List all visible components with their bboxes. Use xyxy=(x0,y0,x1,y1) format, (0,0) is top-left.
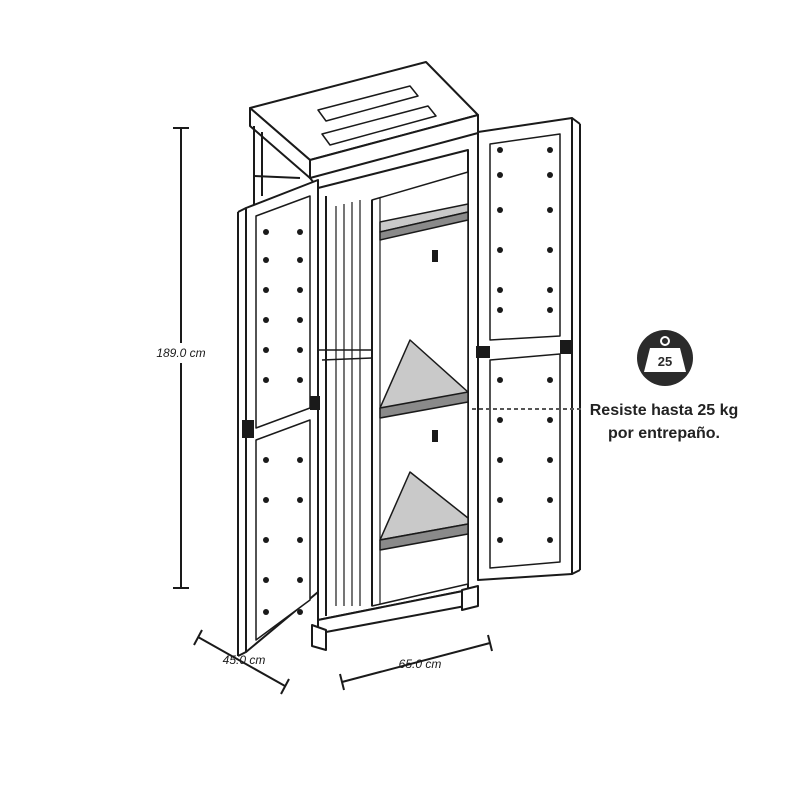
depth-label: 45.0 cm xyxy=(223,653,266,667)
cabinet xyxy=(237,61,581,657)
peg-hole xyxy=(547,207,553,213)
peg-hole xyxy=(297,229,303,235)
depth-dimension xyxy=(193,629,290,695)
peg-hole xyxy=(497,377,503,383)
peg-hole xyxy=(547,172,553,178)
width-dimension xyxy=(339,634,493,691)
weight-badge-value: 25 xyxy=(658,354,672,369)
height-label-bg xyxy=(142,343,220,363)
peg-hole xyxy=(547,247,553,253)
weight-icon xyxy=(644,336,686,372)
shelf-middle xyxy=(379,339,469,419)
peg-hole xyxy=(263,497,269,503)
peg-hole xyxy=(547,537,553,543)
peg-hole xyxy=(547,287,553,293)
cabinet-left-side xyxy=(253,126,301,205)
callout-line-1: Resiste hasta 25 kg xyxy=(590,402,739,419)
peg-hole xyxy=(263,347,269,353)
left-door-handle xyxy=(242,396,320,438)
peg-hole xyxy=(497,247,503,253)
peg-hole xyxy=(497,457,503,463)
peg-hole xyxy=(297,457,303,463)
width-label: 65.0 cm xyxy=(399,657,442,671)
peg-hole xyxy=(297,537,303,543)
peg-hole xyxy=(497,497,503,503)
peg-hole xyxy=(547,457,553,463)
door-peg-holes xyxy=(263,147,553,615)
peg-hole xyxy=(263,257,269,263)
peg-hole xyxy=(547,307,553,313)
peg-hole xyxy=(497,287,503,293)
weight-badge: 25 xyxy=(637,330,693,386)
peg-hole xyxy=(297,577,303,583)
peg-hole xyxy=(497,307,503,313)
peg-hole xyxy=(297,497,303,503)
shelf-brackets xyxy=(432,250,438,442)
peg-hole xyxy=(547,147,553,153)
peg-hole xyxy=(263,609,269,615)
cabinet-base xyxy=(311,585,479,651)
peg-hole xyxy=(263,457,269,463)
cabinet-top xyxy=(249,61,479,179)
shelf-top xyxy=(379,203,469,241)
peg-hole xyxy=(263,377,269,383)
left-door xyxy=(237,179,319,657)
peg-hole xyxy=(297,377,303,383)
peg-hole xyxy=(297,609,303,615)
peg-hole xyxy=(547,377,553,383)
peg-hole xyxy=(297,317,303,323)
shelf-bottom xyxy=(379,471,469,551)
right-door-handle xyxy=(476,340,572,358)
peg-hole xyxy=(547,497,553,503)
back-panel-slats xyxy=(335,200,361,606)
peg-hole xyxy=(263,537,269,543)
peg-hole xyxy=(297,257,303,263)
peg-hole xyxy=(263,229,269,235)
peg-hole xyxy=(263,577,269,583)
peg-hole xyxy=(547,417,553,423)
right-door xyxy=(477,117,581,581)
peg-hole xyxy=(297,287,303,293)
peg-hole xyxy=(497,417,503,423)
peg-hole xyxy=(297,347,303,353)
peg-hole xyxy=(497,172,503,178)
callout-line-2: por entrepaño. xyxy=(608,425,720,442)
peg-hole xyxy=(263,317,269,323)
peg-hole xyxy=(497,537,503,543)
height-label: 189.0 cm xyxy=(156,346,205,360)
peg-hole xyxy=(497,207,503,213)
peg-hole xyxy=(263,287,269,293)
peg-hole xyxy=(497,147,503,153)
